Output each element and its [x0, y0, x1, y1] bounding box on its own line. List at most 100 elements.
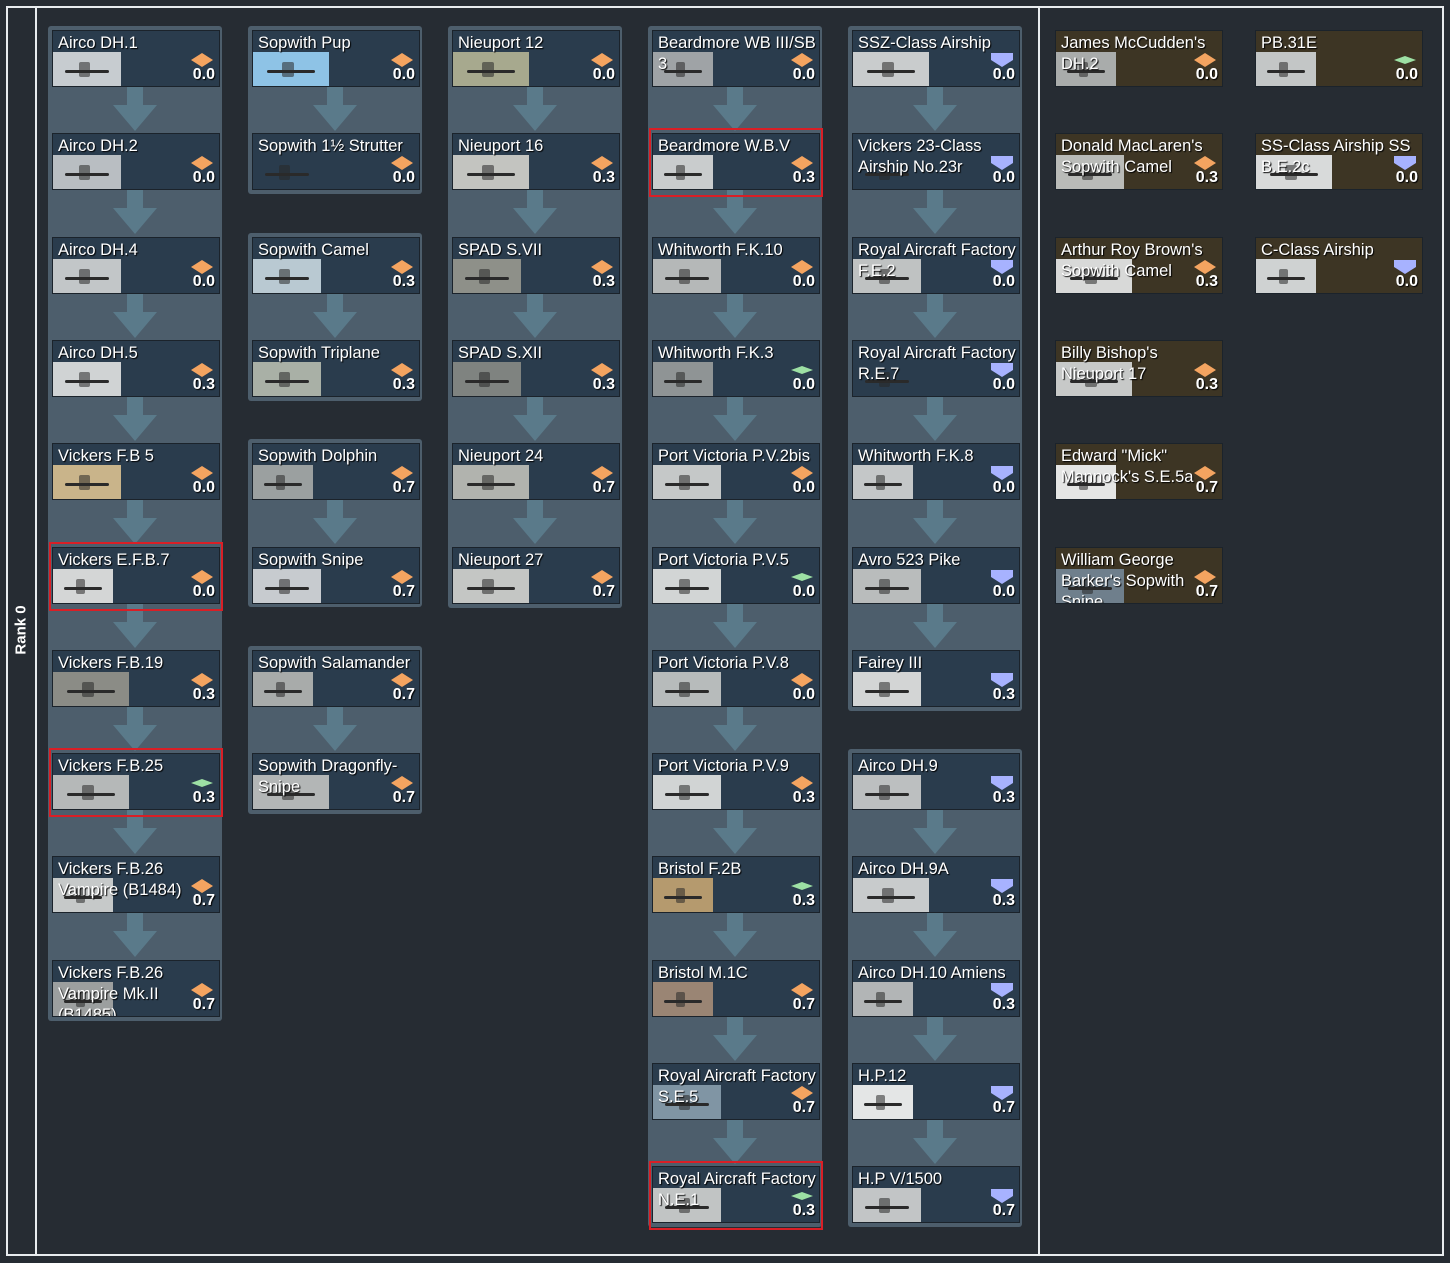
vehicle-card[interactable]: Vickers F.B.26 Vampire Mk.II (B1485)0.7: [52, 960, 220, 1017]
vehicle-name: Airco DH.9: [858, 757, 938, 775]
naval-type-icon: [991, 1189, 1013, 1203]
vehicle-name: Donald MacLaren's Sopwith Camel: [1061, 137, 1203, 176]
ground-vehicle-icon: [791, 260, 813, 274]
vehicle-name: Fairey III: [858, 654, 923, 672]
battle-rating: 0.3: [392, 273, 415, 290]
vehicle-thumbnail: [253, 155, 321, 189]
battle-rating: 0.7: [792, 1099, 815, 1116]
vehicle-thumbnail: [653, 878, 713, 912]
vehicle-thumbnail: [653, 52, 713, 86]
vehicle-thumbnail: [853, 672, 921, 706]
down-arrow-icon: [713, 913, 757, 962]
battle-rating: 0.7: [392, 479, 415, 496]
vehicle-name: Airco DH.5: [58, 344, 138, 362]
battle-rating: 0.3: [792, 1202, 815, 1219]
vehicle-name: Billy Bishop's Nieuport 17: [1061, 344, 1158, 383]
vehicle-name: Port Victoria P.V.5: [658, 551, 789, 569]
vehicle-name: Vickers F.B.26 Vampire (B1484): [58, 860, 182, 899]
battle-rating: 0.0: [192, 273, 215, 290]
vehicle-name: William George Barker's Sopwith Snipe: [1061, 551, 1185, 604]
down-arrow-icon: [713, 293, 757, 343]
vehicle-name: SSZ-Class Airship: [858, 34, 991, 52]
light-type-icon: [791, 1189, 813, 1203]
vehicle-name: SPAD S.VII: [458, 241, 543, 259]
battle-rating: 0.7: [1195, 479, 1218, 496]
battle-rating: 0.3: [192, 376, 215, 393]
vehicle-name: Vickers F.B.19: [58, 654, 164, 672]
light-type-icon: [791, 363, 813, 377]
naval-type-icon: [991, 673, 1013, 687]
vehicle-thumbnail: [1056, 569, 1124, 603]
vehicle-thumbnail: [853, 1188, 921, 1222]
naval-type-icon: [991, 776, 1013, 790]
ground-vehicle-icon: [1194, 156, 1216, 170]
down-arrow-icon: [713, 87, 757, 136]
ground-vehicle-icon: [391, 673, 413, 687]
vehicle-thumbnail: [653, 1188, 721, 1222]
naval-type-icon: [991, 156, 1013, 170]
vehicle-thumbnail: [1056, 362, 1132, 396]
vehicle-thumbnail: [53, 982, 113, 1016]
vehicle-card[interactable]: Vickers F.B.26 Vampire (B1484)0.7: [52, 856, 220, 913]
down-arrow-icon: [113, 293, 157, 343]
battle-rating: 0.3: [792, 789, 815, 806]
vehicle-name: James McCudden's DH.2: [1061, 34, 1206, 73]
vehicle-name: Sopwith 1½ Strutter: [258, 137, 403, 155]
vehicle-card[interactable]: Airco DH.5 0.3: [52, 340, 220, 397]
